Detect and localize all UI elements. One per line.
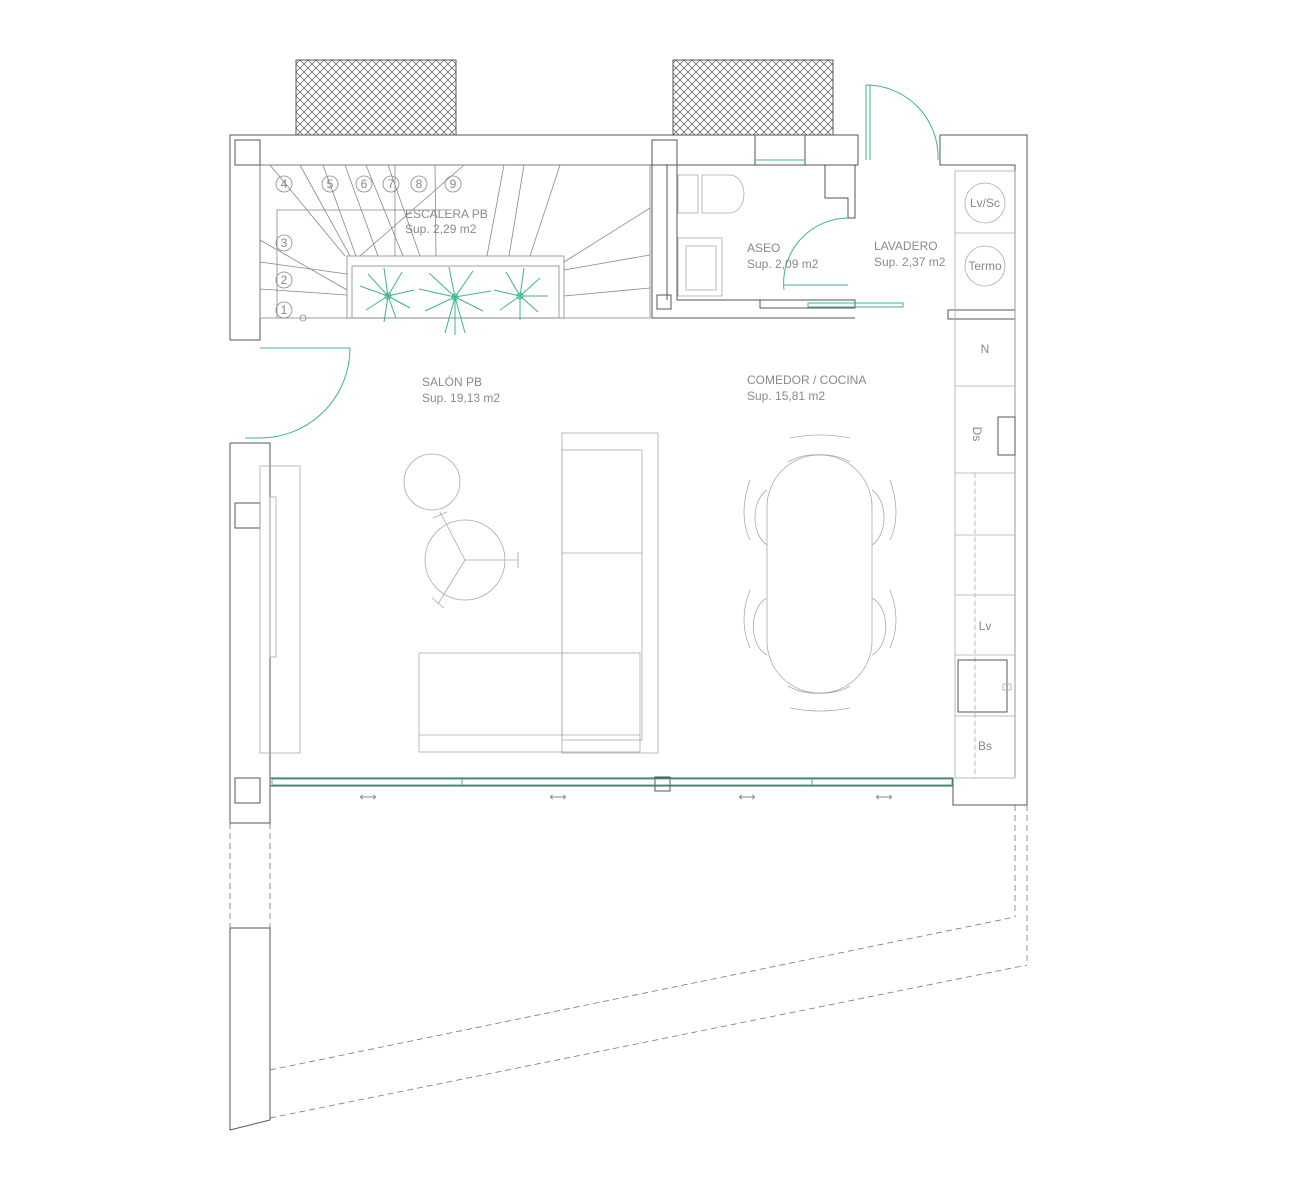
terrace-outline — [229, 805, 1028, 1131]
svg-text:6: 6 — [361, 177, 368, 191]
svg-text:8: 8 — [416, 177, 423, 191]
exterior-planter-left — [295, 59, 457, 136]
step-2: 2 — [275, 271, 293, 289]
plant-icon — [418, 266, 492, 335]
sliding-arrow-icon: ⟷ — [738, 790, 755, 804]
exterior-planter-right — [672, 59, 834, 136]
fridge-label: N — [981, 342, 990, 356]
svg-text:2: 2 — [281, 273, 288, 287]
step-3: 3 — [275, 234, 293, 252]
room-area-comedor: Sup. 15,81 m2 — [747, 389, 825, 403]
toilet-icon — [677, 174, 745, 214]
room-name-escalera: ESCALERA PB — [405, 207, 488, 221]
washer-dryer-label: Lv/Sc — [970, 196, 1000, 210]
sofa — [418, 432, 659, 754]
svg-text:5: 5 — [327, 177, 334, 191]
svg-text:4: 4 — [281, 177, 288, 191]
step-6: 6 — [355, 175, 373, 193]
kitchen-counter — [954, 170, 1016, 779]
sliding-arrow-icon: ⟷ — [875, 790, 892, 804]
step-7: 7 — [382, 175, 400, 193]
room-name-lavadero: LAVADERO — [874, 239, 938, 253]
water-heater-label: Termo — [968, 259, 1002, 273]
room-name-salon: SALÓN PB — [422, 374, 482, 389]
side-table — [403, 453, 461, 511]
plant-icon-group — [359, 266, 548, 335]
plant-icon — [493, 267, 548, 320]
dishwasher-label: Ds — [970, 427, 984, 442]
step-9: 9 — [444, 175, 462, 193]
walls — [229, 134, 1028, 824]
armchair — [424, 511, 519, 609]
plant-icon — [359, 267, 415, 323]
kitchen-sink-label: Lv — [979, 619, 992, 633]
room-area-lavadero: Sup. 2,37 m2 — [874, 255, 946, 269]
room-name-aseo: ASEO — [747, 241, 780, 255]
doors-windows — [245, 84, 953, 786]
room-area-escalera: Sup. 2,29 m2 — [405, 222, 477, 236]
dining-table — [743, 434, 897, 712]
svg-text:9: 9 — [450, 177, 457, 191]
sliding-arrow-icon: ⟷ — [549, 790, 566, 804]
sink-icon — [677, 237, 723, 297]
room-area-salon: Sup. 19,13 m2 — [422, 391, 500, 405]
step-1: 1 — [275, 301, 293, 319]
svg-text:7: 7 — [388, 177, 395, 191]
stair-step-numbers: 1 2 3 4 5 6 7 8 9 — [275, 175, 462, 319]
step-8: 8 — [410, 175, 428, 193]
step-5: 5 — [321, 175, 339, 193]
room-area-aseo: Sup. 2,09 m2 — [747, 257, 819, 271]
sliding-arrow-icon: ⟷ — [359, 790, 376, 804]
step-4: 4 — [275, 175, 293, 193]
svg-text:1: 1 — [281, 303, 288, 317]
room-name-comedor: COMEDOR / COCINA — [747, 373, 866, 387]
trash-bin-label: Bs — [978, 739, 992, 753]
stair — [259, 164, 651, 322]
tv-unit — [259, 465, 301, 754]
svg-text:3: 3 — [281, 236, 288, 250]
